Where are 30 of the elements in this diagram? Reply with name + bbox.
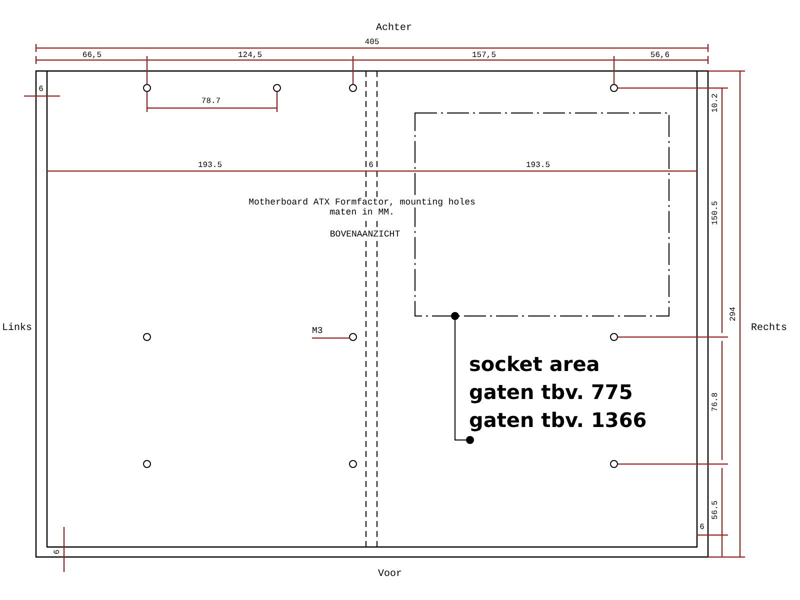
callout-text: gaten tbv. 775 <box>469 379 634 406</box>
view-label: Links <box>2 324 32 334</box>
dimension-value: 78.7 <box>201 98 221 106</box>
dimension-value: 56,6 <box>650 52 670 60</box>
note-text: BOVENAANZICHT <box>330 230 400 240</box>
callout-text: gaten tbv. 1366 <box>469 407 647 434</box>
dimension-value: 66,5 <box>82 52 102 60</box>
dimension-value: 157,5 <box>472 52 496 60</box>
callout-text: socket area <box>469 351 601 378</box>
dimension-value: 150.5 <box>712 201 720 225</box>
dimension-value: 294 <box>730 306 738 322</box>
view-label: Achter <box>376 24 412 34</box>
dimension-value: 6 <box>54 550 62 554</box>
dimension-value: 193.5 <box>526 162 550 170</box>
dimension-value: 405 <box>364 39 380 47</box>
dimension-value: 6 <box>368 162 374 170</box>
note-text: Motherboard ATX Formfactor, mounting holes <box>248 198 476 208</box>
dimension-value: 124,5 <box>238 52 262 60</box>
view-label: Voor <box>378 570 402 580</box>
view-label: Rechts <box>751 324 787 334</box>
dimension-value: 6 <box>38 86 44 94</box>
dimension-value: 76.8 <box>712 392 720 412</box>
mounting-hole <box>349 333 357 341</box>
dimension-value: 56.5 <box>712 500 720 520</box>
dimension-value: 6 <box>700 524 704 532</box>
dimension-value: 10.2 <box>712 93 720 113</box>
leader-line <box>451 312 474 444</box>
note-text: maten in MM. <box>330 208 394 218</box>
thread-size-label: M3 <box>312 327 323 336</box>
dimension-value: 193.5 <box>198 162 222 170</box>
